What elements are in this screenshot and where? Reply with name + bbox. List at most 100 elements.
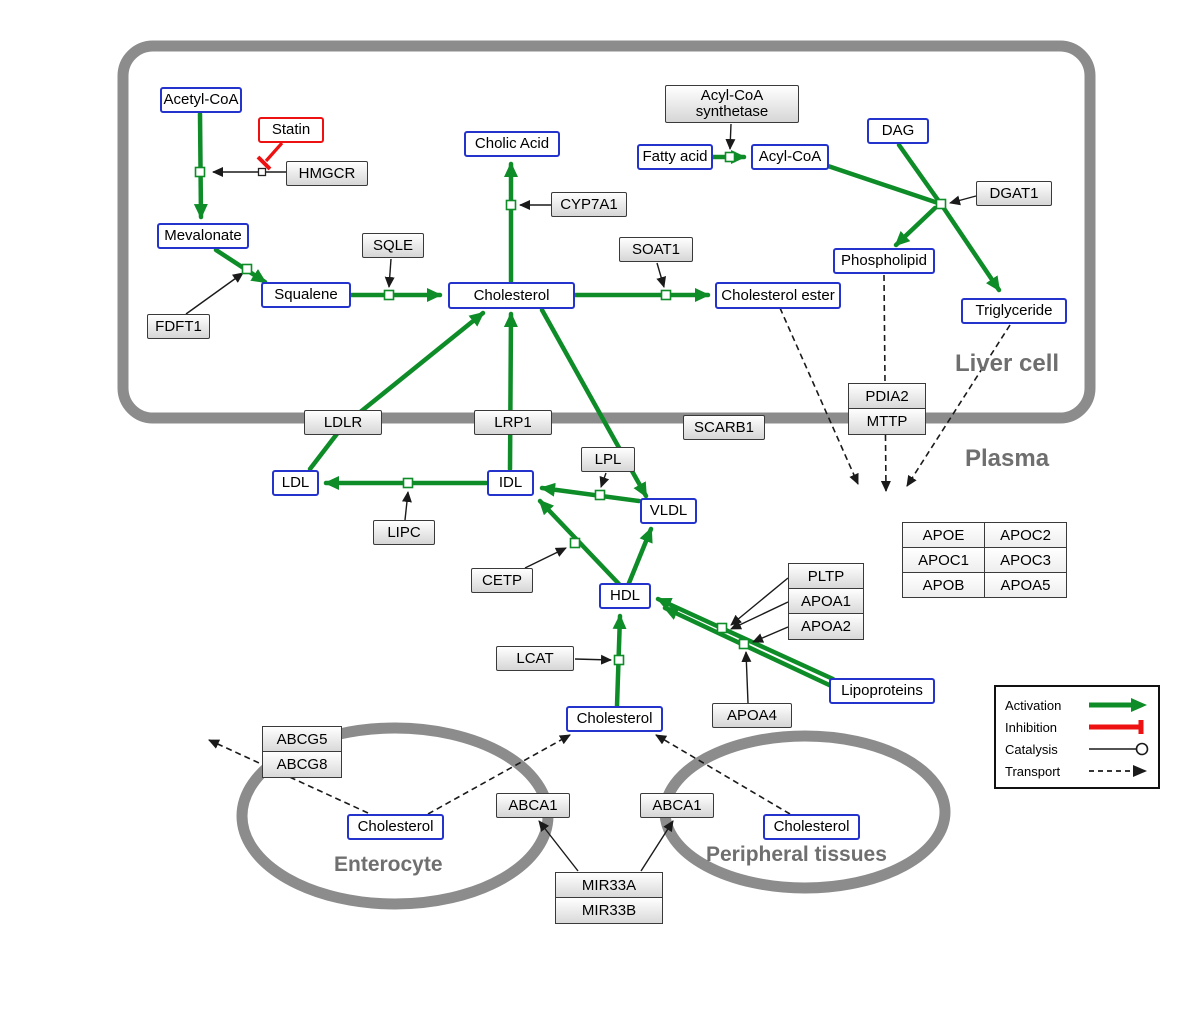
node-acyl-coa-synthetase[interactable]: Acyl-CoA synthetase — [665, 85, 799, 123]
node-cyp7a1[interactable]: CYP7A1 — [551, 192, 627, 217]
catalysis-circle-icon — [1089, 742, 1149, 756]
edge-idl-lrp1-cholesterol — [503, 311, 518, 472]
node-cholic-acid[interactable]: Cholic Acid — [464, 131, 560, 157]
legend-transport-label: Transport — [1005, 763, 1061, 779]
edge-lpl-cat — [599, 472, 610, 488]
node-phospholipid[interactable]: Phospholipid — [833, 248, 935, 274]
node-vldl[interactable]: VLDL — [640, 498, 697, 524]
node-abcg5-abcg8: ABCG5 ABCG8 — [262, 726, 342, 778]
node-triglyceride[interactable]: Triglyceride — [961, 298, 1067, 324]
node-apoa1[interactable]: APOA1 — [789, 589, 863, 614]
node-dag[interactable]: DAG — [867, 118, 929, 144]
node-mir33a[interactable]: MIR33A — [556, 873, 662, 898]
edge-cetp-cat — [524, 547, 567, 569]
node-apoe[interactable]: APOE — [903, 523, 985, 548]
node-pdia2-mttp: PDIA2 MTTP — [848, 383, 926, 435]
node-mevalonate[interactable]: Mevalonate — [157, 223, 249, 249]
node-abca1-left[interactable]: ABCA1 — [496, 793, 570, 818]
node-apoa2[interactable]: APOA2 — [789, 614, 863, 639]
node-dgat1[interactable]: DGAT1 — [976, 181, 1052, 206]
inhibition-edge — [256, 141, 284, 171]
edge-fdft1-cat — [185, 272, 244, 315]
edge-apoa4-cat — [741, 651, 752, 704]
node-apoc3[interactable]: APOC3 — [985, 548, 1067, 573]
edge-dgat1-phospholipid — [893, 205, 938, 248]
node-lpl[interactable]: LPL — [581, 447, 635, 472]
node-lipc[interactable]: LIPC — [373, 520, 435, 545]
edge-hdl-vldl — [626, 526, 654, 586]
statin-inhibition-line — [264, 141, 284, 163]
node-apoc2[interactable]: APOC2 — [985, 523, 1067, 548]
edge-mir33-abca1-left — [538, 820, 579, 872]
node-cholesterol-peripheral[interactable]: Cholesterol — [763, 814, 860, 840]
edge-cholesterol-abca1-left — [427, 734, 571, 815]
node-cholesterol-enterocyte[interactable]: Cholesterol — [347, 814, 444, 840]
edge-lipoproteins-hdl-lower — [662, 605, 845, 694]
node-cholesterol-plasma[interactable]: Cholesterol — [566, 706, 663, 732]
edge-lcat-cat — [574, 654, 612, 665]
node-apoc1[interactable]: APOC1 — [903, 548, 985, 573]
node-abcg8[interactable]: ABCG8 — [263, 752, 341, 777]
label-peripheral-tissues: Peripheral tissues — [706, 843, 887, 866]
node-idl[interactable]: IDL — [487, 470, 534, 496]
edge-cholesterol-abca1-right — [655, 734, 791, 815]
node-pdia2[interactable]: PDIA2 — [849, 384, 925, 409]
node-lipoproteins[interactable]: Lipoproteins — [829, 678, 935, 704]
node-scarb1[interactable]: SCARB1 — [683, 415, 765, 440]
node-cetp[interactable]: CETP — [471, 568, 533, 593]
node-acyl-coa[interactable]: Acyl-CoA — [751, 144, 829, 170]
node-statin[interactable]: Statin — [258, 117, 324, 143]
legend-row-catalysis: Catalysis — [1005, 738, 1149, 760]
node-apob[interactable]: APOB — [903, 573, 985, 598]
legend-row-inhibition: Inhibition — [1005, 716, 1149, 738]
apolipoprotein-table: APOE APOC2 APOC1 APOC3 APOB APOA5 — [902, 522, 1067, 598]
node-pltp-apoa1-apoa2: PLTP APOA1 APOA2 — [788, 563, 864, 640]
reaction-squares — [194, 151, 947, 666]
edge-sqle-cat — [384, 258, 395, 288]
node-acetyl-coa[interactable]: Acetyl-CoA — [160, 87, 242, 113]
node-hdl[interactable]: HDL — [599, 583, 651, 609]
node-fatty-acid[interactable]: Fatty acid — [637, 144, 713, 170]
acyl-coa-synthetase-line2: synthetase — [695, 103, 769, 120]
node-cholesterol-ester[interactable]: Cholesterol ester — [715, 282, 841, 309]
node-apoa4[interactable]: APOA4 — [712, 703, 792, 728]
node-abcg5[interactable]: ABCG5 — [263, 727, 341, 752]
edge-dgat1-cat — [949, 195, 977, 206]
edge-lipc-cat — [401, 491, 412, 521]
edge-mir33-abca1-right — [640, 820, 674, 872]
node-abca1-right[interactable]: ABCA1 — [640, 793, 714, 818]
node-cholesterol-liver[interactable]: Cholesterol — [448, 282, 575, 309]
node-ldl[interactable]: LDL — [272, 470, 319, 496]
edge-cholesterol-abcg-export — [208, 739, 369, 814]
edge-acylcoa-dgat1 — [825, 163, 944, 207]
edge-vldl-idl — [539, 482, 642, 504]
edge-acylcoasynth-cat — [725, 123, 736, 150]
node-hmgcr[interactable]: HMGCR — [286, 161, 368, 186]
activation-edges — [193, 111, 1002, 709]
catalysis-edges — [185, 123, 977, 872]
node-soat1[interactable]: SOAT1 — [619, 237, 693, 262]
label-liver-cell: Liver cell — [955, 350, 1060, 377]
legend-catalysis-label: Catalysis — [1005, 741, 1058, 757]
edge-cholesterolester-plasma — [779, 307, 859, 485]
node-ldlr[interactable]: LDLR — [304, 410, 382, 435]
node-lrp1[interactable]: LRP1 — [474, 410, 552, 435]
node-lcat[interactable]: LCAT — [496, 646, 574, 671]
node-fdft1[interactable]: FDFT1 — [147, 314, 210, 339]
edge-apoa1-cat — [730, 601, 789, 630]
node-squalene[interactable]: Squalene — [261, 282, 351, 308]
node-pltp[interactable]: PLTP — [789, 564, 863, 589]
activation-arrow-icon — [1089, 698, 1147, 712]
inhibition-bar-icon — [1089, 720, 1144, 734]
legend-row-activation: Activation — [1005, 694, 1149, 716]
node-mttp[interactable]: MTTP — [849, 409, 925, 434]
edge-acetylcoa-mevalonate — [193, 111, 208, 220]
node-apoa5[interactable]: APOA5 — [985, 573, 1067, 598]
node-mir33a-mir33b: MIR33A MIR33B — [555, 872, 663, 924]
statin-inhibition-bar — [256, 155, 272, 171]
edge-apoa2-cat — [752, 626, 789, 643]
edge-dgat1-triglyceride — [938, 201, 1002, 293]
node-mir33b[interactable]: MIR33B — [556, 898, 662, 923]
node-sqle[interactable]: SQLE — [362, 233, 424, 258]
